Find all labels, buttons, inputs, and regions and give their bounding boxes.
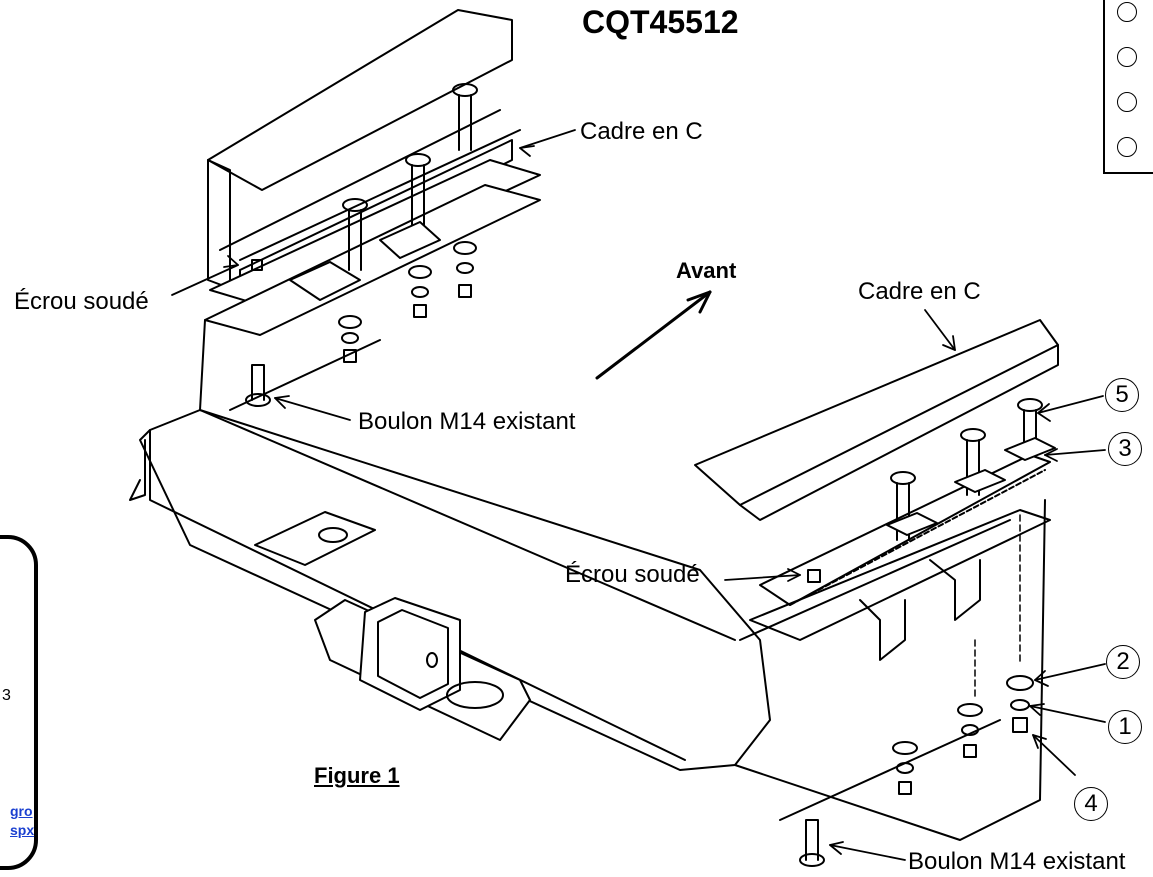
label-boulon-top: Boulon M14 existant — [358, 408, 576, 435]
label-avant: Avant — [676, 258, 737, 283]
table-callout-circle — [1117, 137, 1137, 157]
callout-2: 2 — [1106, 645, 1140, 679]
left-hardware — [245, 241, 477, 407]
label-ecrou-right: Écrou soudé — [565, 561, 700, 588]
figure-caption: Figure 1 — [314, 763, 400, 788]
info-box-link-line1[interactable]: gro — [10, 803, 33, 819]
label-cadre-top: Cadre en C — [580, 118, 703, 145]
right-bolts — [799, 398, 1056, 867]
table-callout-circle — [1117, 92, 1137, 112]
label-cadre-right: Cadre en C — [858, 278, 981, 305]
right-plate — [749, 454, 1051, 661]
callout-3: 3 — [1108, 432, 1142, 466]
right-c-frame — [694, 319, 1059, 521]
left-bolts — [342, 83, 478, 271]
table-callout-circle — [1117, 47, 1137, 67]
table-callout-circle — [1117, 2, 1137, 22]
info-box-link-line2[interactable]: spx — [10, 822, 35, 838]
leader-arrows — [171, 129, 1106, 861]
left-plates — [204, 159, 541, 336]
drawing-title: CQT45512 — [582, 4, 739, 40]
receiver-tube — [254, 511, 531, 741]
info-box-number: 3 — [2, 687, 11, 704]
label-boulon-bottom: Boulon M14 existant — [908, 848, 1126, 875]
label-ecrou-left: Écrou soudé — [14, 288, 149, 315]
info-box-fragment — [0, 535, 38, 870]
right-hardware — [892, 514, 1034, 795]
callout-1: 1 — [1108, 710, 1142, 744]
callout-4: 4 — [1074, 787, 1108, 821]
left-c-frame — [207, 9, 521, 293]
callout-5: 5 — [1105, 378, 1139, 412]
front-direction-arrow — [595, 290, 712, 380]
parts-table-fragment — [1103, 0, 1153, 174]
